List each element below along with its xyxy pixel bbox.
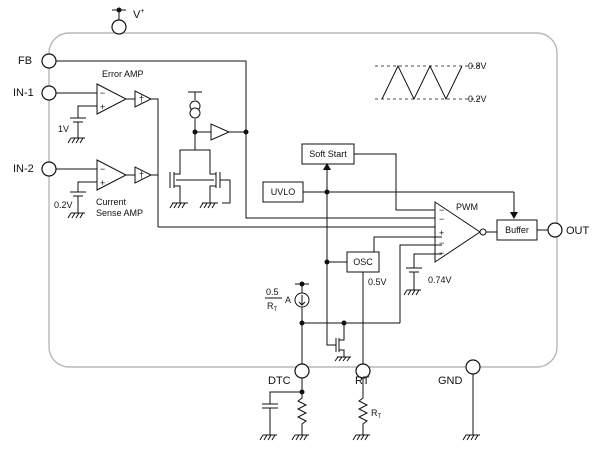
- svg-text:−: −: [100, 164, 105, 174]
- current-sense-label-2: Sense AMP: [96, 208, 143, 218]
- svg-text:+: +: [100, 102, 105, 112]
- rt-pin: RT RT: [352, 363, 382, 441]
- error-amp-label: Error AMP: [102, 69, 144, 79]
- osc-block: OSC 0.5V: [324, 251, 387, 364]
- out-label: OUT: [566, 225, 590, 237]
- wave-high-label: 0.8V: [468, 61, 487, 71]
- osc-label: OSC: [353, 257, 373, 267]
- svg-text:†: †: [139, 170, 144, 180]
- error-amp: Error AMP − + 1V †: [58, 69, 159, 227]
- dtc-pin: DTC: [259, 363, 310, 441]
- current-sense-label-1: Current: [96, 197, 127, 207]
- rt-label: RT: [355, 375, 370, 387]
- ref-074v-label: 0.74V: [428, 275, 452, 285]
- current-numerator: 0.5: [266, 287, 279, 297]
- gnd-pin: GND: [438, 359, 481, 441]
- osc-05v-label: 0.5V: [368, 277, 387, 287]
- uvlo-block: UVLO: [262, 181, 518, 219]
- vplus-sup: +: [140, 8, 144, 15]
- rt-res-label: R: [371, 408, 378, 418]
- in1-label: IN-1: [13, 87, 34, 99]
- svg-text:+: +: [439, 228, 444, 238]
- svg-text:RT: RT: [371, 408, 382, 420]
- pwm-comparator: PWM − − + − − 0.74V: [373, 201, 497, 323]
- current-sense-amp: − + 0.2V Current Sense AMP †: [54, 159, 158, 219]
- dtc-current-source: 0.5 RT A: [265, 281, 400, 364]
- soft-start-block: Soft Start: [301, 143, 442, 262]
- uvlo-label: UVLO: [271, 187, 296, 197]
- current-denominator: R: [267, 301, 274, 311]
- dtc-label: DTC: [268, 375, 291, 387]
- svg-text:−: −: [439, 238, 444, 248]
- soft-start-label: Soft Start: [309, 149, 347, 159]
- wave-low-label: 0.2V: [468, 94, 487, 104]
- current-unit: A: [285, 295, 291, 305]
- buffer-label: Buffer: [505, 225, 529, 235]
- out-pin: OUT: [547, 222, 590, 238]
- svg-text:−: −: [439, 248, 444, 258]
- fb-pin: FB: [18, 53, 442, 219]
- current-mirror: [158, 91, 442, 228]
- gnd-label: GND: [438, 375, 463, 387]
- svg-text:−: −: [439, 205, 444, 215]
- buffer-block: Buffer: [496, 219, 548, 241]
- ref-02v-label: 0.2V: [54, 200, 73, 210]
- svg-text:V+: V+: [133, 8, 144, 21]
- ref-1v-label: 1V: [58, 124, 69, 134]
- svg-text:†: †: [139, 94, 144, 104]
- in2-label: IN-2: [13, 163, 34, 175]
- fb-label: FB: [18, 55, 32, 67]
- in1-pin: IN-1: [13, 85, 97, 101]
- svg-text:RT: RT: [267, 301, 278, 313]
- current-denominator-sub: T: [274, 307, 278, 313]
- pwm-label: PWM: [456, 202, 478, 212]
- svg-text:+: +: [100, 178, 105, 188]
- vplus-pin: V+: [111, 7, 144, 35]
- rt-res-sub: T: [378, 414, 382, 420]
- svg-text:−: −: [100, 88, 105, 98]
- triangle-waveform: 0.8V 0.2V: [375, 61, 487, 104]
- vplus-label: V: [133, 9, 141, 21]
- svg-text:−: −: [439, 214, 444, 224]
- in2-pin: IN-2: [13, 161, 97, 177]
